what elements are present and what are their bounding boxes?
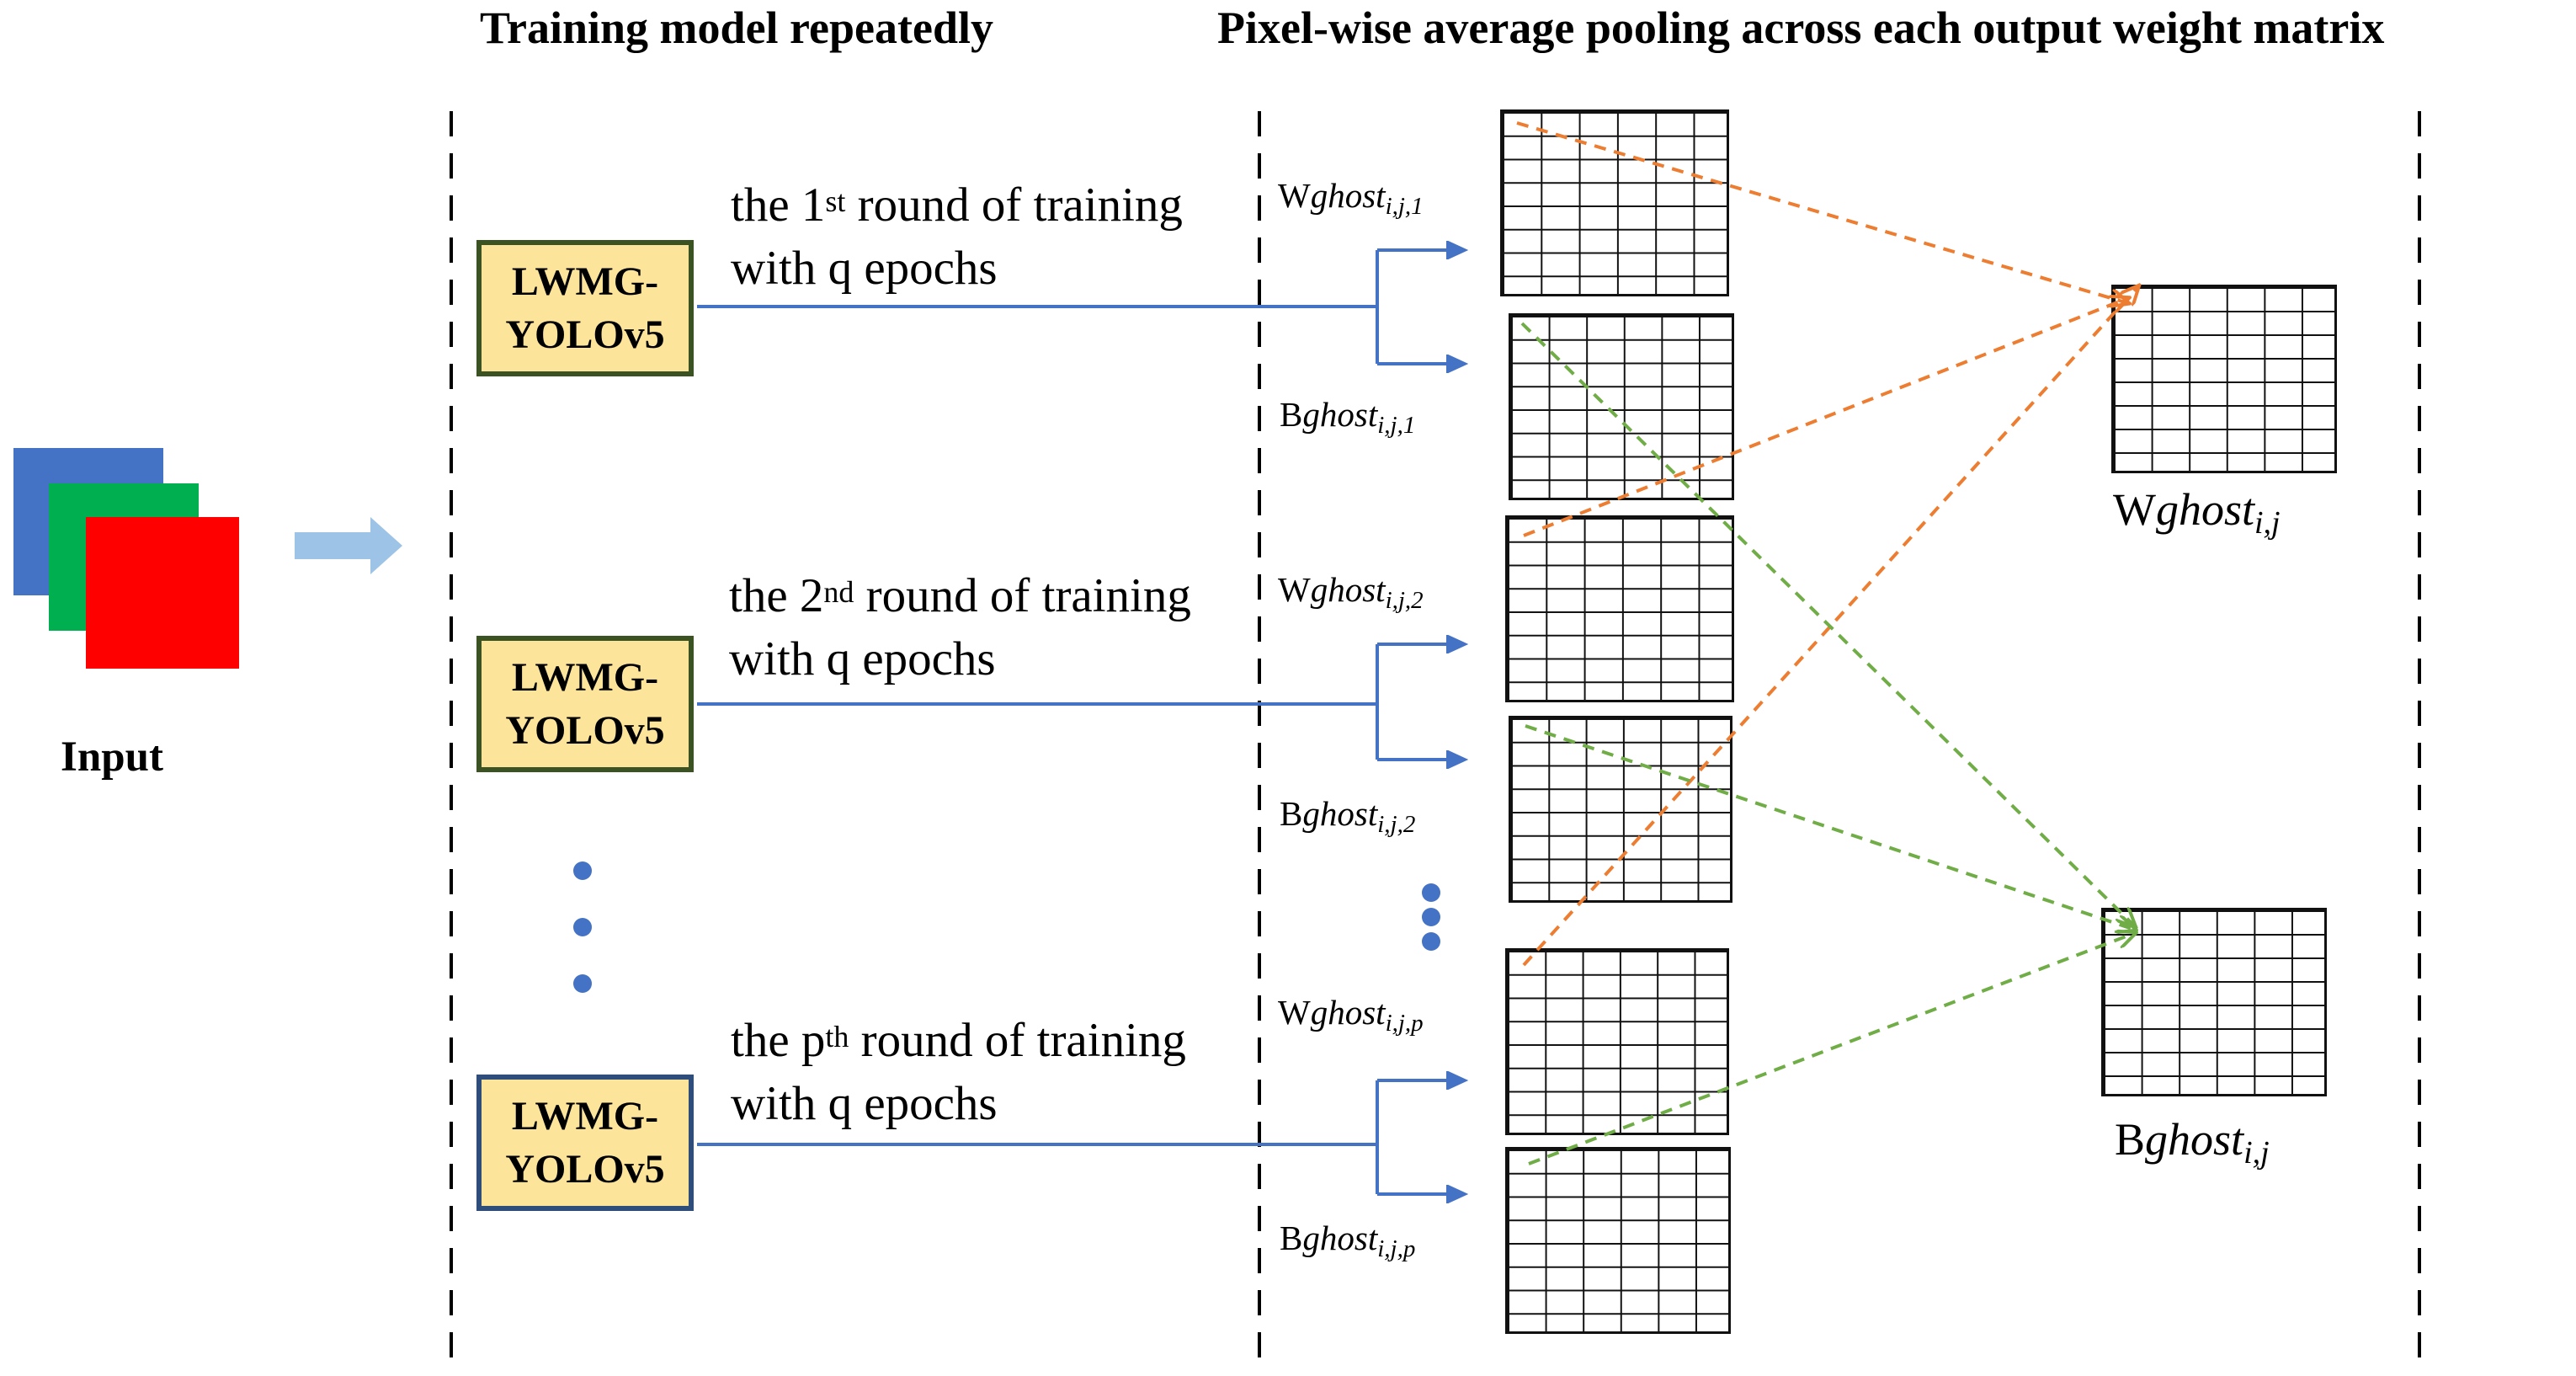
- ellipsis-dot: [573, 918, 592, 936]
- model-name-line2: YOLOv5: [505, 312, 665, 357]
- matrix-label-wp: Wghosti,j,p: [1278, 993, 1424, 1037]
- matrix-label-w1: Wghosti,j,1: [1278, 176, 1424, 220]
- model-name-line2: YOLOv5: [505, 1147, 665, 1192]
- matrix-bp: [1505, 1147, 1731, 1334]
- round-label-1: the 1st round of training with q epochs: [731, 179, 1183, 295]
- matrix-label-w2: Wghosti,j,2: [1278, 570, 1424, 614]
- model-box-p: LWMG- YOLOv5: [476, 1075, 694, 1211]
- input-channel-red: [86, 517, 239, 669]
- matrix-b1: [1509, 313, 1734, 500]
- ellipsis-dot: [573, 974, 592, 993]
- ellipsis-dot: [573, 861, 592, 880]
- matrix-b2: [1509, 716, 1732, 903]
- matrix-label-b2: Bghosti,j,2: [1280, 794, 1416, 838]
- model-name-line1: LWMG-: [511, 1094, 659, 1139]
- header-training: Training model repeatedly: [480, 3, 993, 53]
- matrix-w1: [1500, 109, 1729, 296]
- input-arrow: [295, 517, 402, 574]
- model-box-2: LWMG- YOLOv5: [476, 636, 694, 772]
- matrix-wp: [1505, 948, 1729, 1135]
- matrix-label-bp: Bghosti,j,p: [1280, 1219, 1416, 1262]
- input-label: Input: [61, 733, 163, 781]
- model-name-line1: LWMG-: [511, 655, 659, 700]
- model-name-line1: LWMG-: [511, 259, 659, 304]
- matrix-label-b1: Bghosti,j,1: [1280, 395, 1416, 439]
- round-label-p: the pth round of training with q epochs: [731, 1014, 1186, 1130]
- model-name-line2: YOLOv5: [505, 708, 665, 753]
- round-label-2: the 2nd round of training with q epochs: [729, 569, 1191, 685]
- matrix-output-b: [2101, 908, 2327, 1096]
- output-label-w: Wghosti,j: [2113, 484, 2281, 541]
- output-label-b: Bghosti,j: [2115, 1114, 2270, 1171]
- matrix-w2: [1505, 515, 1734, 702]
- ellipsis-dot: [1422, 908, 1440, 926]
- model-box-1: LWMG- YOLOv5: [476, 240, 694, 376]
- matrix-output-w: [2111, 285, 2337, 473]
- ellipsis-dot: [1422, 883, 1440, 902]
- ellipsis-dot: [1422, 932, 1440, 951]
- header-pooling: Pixel-wise average pooling across each o…: [1217, 3, 2385, 53]
